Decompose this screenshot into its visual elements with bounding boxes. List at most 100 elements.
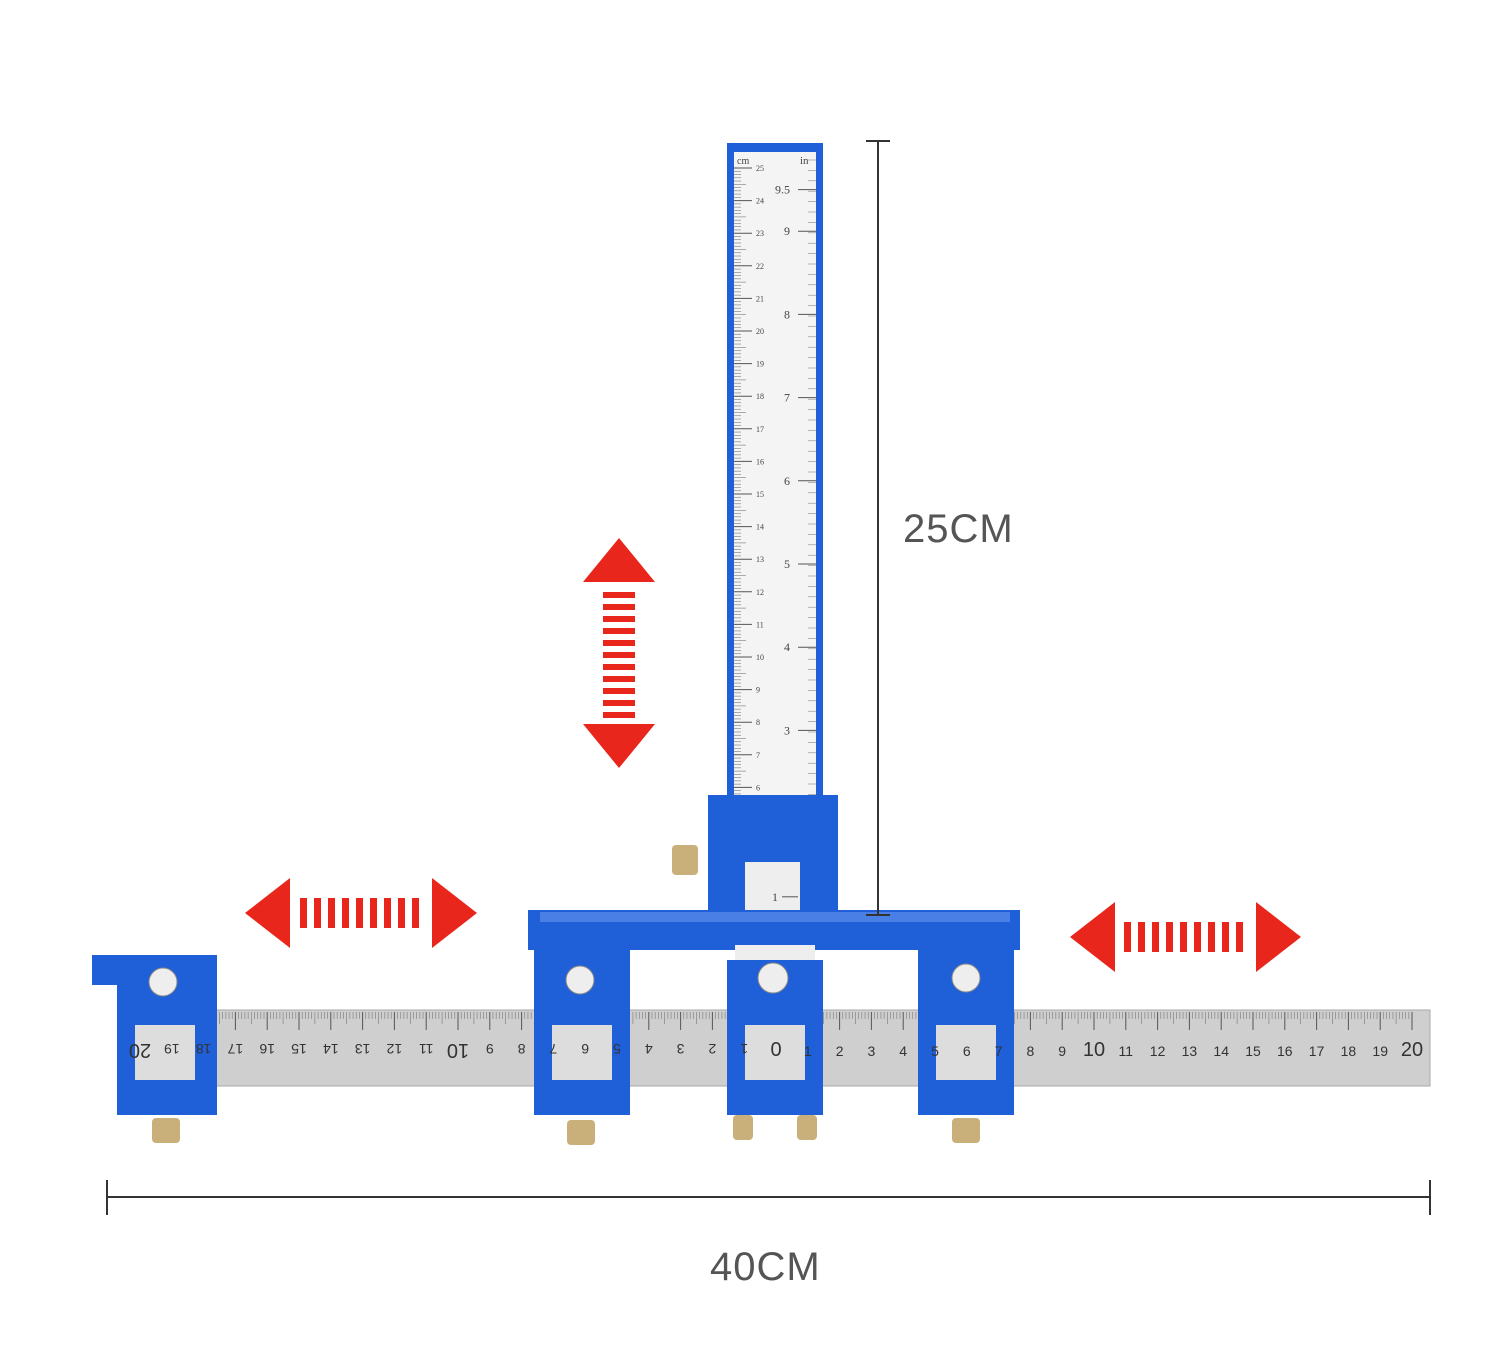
ruler-label: 20 bbox=[1401, 1039, 1423, 1061]
height-label: 25CM bbox=[903, 507, 1014, 551]
center-block bbox=[528, 795, 1020, 980]
arrow-bar bbox=[328, 898, 335, 928]
arrow-bar bbox=[603, 676, 635, 682]
arrow-bar bbox=[1194, 922, 1201, 952]
ruler-label: 10 bbox=[1083, 1039, 1105, 1061]
ruler-label: 12 bbox=[386, 1041, 402, 1057]
ruler-label: 8 bbox=[1027, 1043, 1035, 1059]
ruler-label: 8 bbox=[517, 1041, 525, 1057]
arrow-bar bbox=[300, 898, 307, 928]
ruler-label: 16 bbox=[259, 1041, 275, 1057]
left-arrow bbox=[245, 878, 477, 948]
ruler-label: 3 bbox=[676, 1041, 684, 1057]
ruler-label: 11 bbox=[419, 1041, 434, 1057]
ruler-label: 17 bbox=[227, 1041, 243, 1057]
ruler-label: 16 bbox=[1277, 1043, 1293, 1059]
side-knob bbox=[672, 845, 698, 875]
cm-label: 10 bbox=[756, 653, 764, 662]
ruler-label: 6 bbox=[963, 1043, 971, 1059]
arrow-bar bbox=[603, 628, 635, 634]
arrow-bar bbox=[603, 652, 635, 658]
clamp-center bbox=[727, 960, 823, 1140]
arrow-bar bbox=[1138, 922, 1145, 952]
inch-label: 1 bbox=[772, 890, 778, 904]
ruler-label: 1 bbox=[740, 1041, 748, 1057]
ruler-label: 11 bbox=[1119, 1043, 1134, 1059]
arrow-bar bbox=[412, 898, 419, 928]
cm-label: 23 bbox=[756, 229, 764, 238]
vertical-ruler: 2524232221201918171615141312111098769.59… bbox=[727, 143, 823, 803]
arrow-bar bbox=[603, 616, 635, 622]
cm-label: 9 bbox=[756, 686, 760, 695]
ruler-label: 19 bbox=[164, 1041, 180, 1057]
clamp-mid-right bbox=[918, 950, 1014, 1143]
width-label: 40CM bbox=[710, 1245, 821, 1289]
cm-unit-label: cm bbox=[737, 156, 749, 167]
ruler-label: 20 bbox=[129, 1039, 151, 1061]
arrow-bar bbox=[342, 898, 349, 928]
ruler-label: 1 bbox=[804, 1043, 812, 1059]
ruler-label: 5 bbox=[613, 1041, 621, 1057]
inch-label: 4 bbox=[784, 640, 790, 654]
cm-label: 24 bbox=[756, 197, 764, 206]
ruler-label: 5 bbox=[931, 1043, 939, 1059]
cm-label: 13 bbox=[756, 555, 764, 564]
ruler-label: 15 bbox=[1245, 1043, 1261, 1059]
arrow-bar bbox=[603, 592, 635, 598]
ruler-label: 2 bbox=[836, 1043, 844, 1059]
ruler-label: 10 bbox=[447, 1039, 469, 1061]
cm-label: 21 bbox=[756, 294, 764, 303]
ruler-label: 17 bbox=[1309, 1043, 1325, 1059]
right-arrow bbox=[1070, 902, 1301, 972]
cm-label: 22 bbox=[756, 262, 764, 271]
arrow-bar bbox=[1222, 922, 1229, 952]
vertical-ruler-window-labels: 1 bbox=[772, 890, 798, 904]
cm-label: 7 bbox=[756, 751, 760, 760]
ruler-label: 13 bbox=[355, 1041, 371, 1057]
arrow-bar bbox=[398, 898, 405, 928]
cm-label: 19 bbox=[756, 360, 764, 369]
ruler-label: 9 bbox=[1058, 1043, 1066, 1059]
width-dimension-line bbox=[106, 1180, 1431, 1215]
inch-label: 9 bbox=[784, 224, 790, 238]
arrow-bar bbox=[1236, 922, 1243, 952]
ruler-label: 7 bbox=[549, 1041, 557, 1057]
inch-unit-label: in bbox=[800, 155, 809, 167]
cm-label: 12 bbox=[756, 588, 764, 597]
ruler-label: 7 bbox=[995, 1043, 1003, 1059]
arrow-bar bbox=[603, 712, 635, 718]
ruler-label: 4 bbox=[899, 1043, 907, 1059]
cm-label: 25 bbox=[756, 164, 764, 173]
clamp-left bbox=[92, 955, 217, 1143]
inch-label: 8 bbox=[784, 307, 790, 321]
arrow-bar bbox=[1124, 922, 1131, 952]
ruler-label: 14 bbox=[323, 1041, 339, 1057]
cm-label: 17 bbox=[756, 425, 764, 434]
cm-label: 15 bbox=[756, 490, 764, 499]
ruler-label: 6 bbox=[581, 1041, 589, 1057]
cm-label: 11 bbox=[756, 620, 764, 629]
cm-label: 18 bbox=[756, 392, 764, 401]
cm-label: 6 bbox=[756, 783, 760, 792]
inch-label: 7 bbox=[784, 391, 790, 405]
ruler-label: 4 bbox=[645, 1041, 653, 1057]
arrow-bar bbox=[603, 700, 635, 706]
cm-label: 8 bbox=[756, 718, 760, 727]
arrow-bar bbox=[603, 664, 635, 670]
arrow-bar bbox=[1208, 922, 1215, 952]
arrow-bar bbox=[1166, 922, 1173, 952]
arrow-bar bbox=[370, 898, 377, 928]
arrow-bar bbox=[603, 640, 635, 646]
ruler-label: 18 bbox=[196, 1041, 212, 1057]
ruler-label: 15 bbox=[291, 1041, 307, 1057]
ruler-label: 14 bbox=[1213, 1043, 1229, 1059]
arrow-bar bbox=[384, 898, 391, 928]
arrow-bar bbox=[603, 604, 635, 610]
ruler-label: 9 bbox=[486, 1041, 494, 1057]
inch-label: 3 bbox=[784, 723, 790, 737]
inch-label: 9.5 bbox=[775, 183, 790, 197]
ruler-label: 19 bbox=[1372, 1043, 1388, 1059]
cm-label: 14 bbox=[756, 523, 764, 532]
